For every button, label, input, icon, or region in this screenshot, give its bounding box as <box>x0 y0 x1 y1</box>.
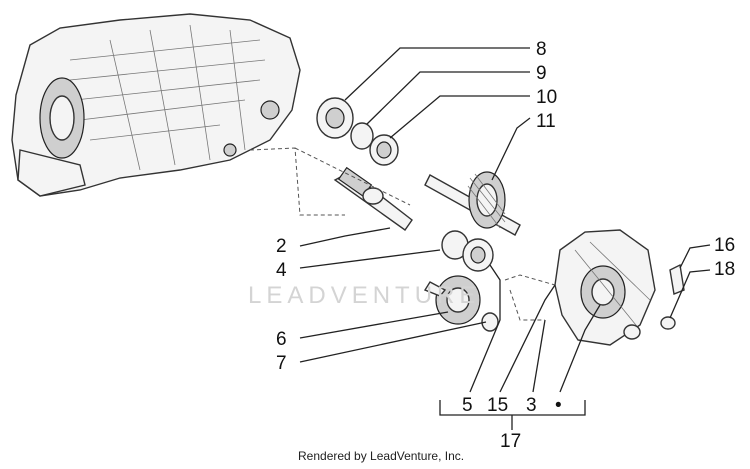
callout-6: 6 <box>276 329 287 350</box>
callout-9: 9 <box>536 63 547 84</box>
bearing-4 <box>441 230 494 272</box>
screw-16 <box>669 263 685 295</box>
callout-18: 18 <box>714 259 735 280</box>
callout-5: 5 <box>462 395 473 416</box>
gear-shaft <box>424 171 521 236</box>
bearing-8 <box>316 97 354 139</box>
callout-labels: 8 9 10 11 2 4 6 7 16 18 5 15 3 • 17 <box>276 39 735 452</box>
callout-7: 7 <box>276 353 287 374</box>
washer-18 <box>660 316 676 330</box>
bearing-10 <box>369 134 399 166</box>
leader-lines <box>299 47 711 393</box>
callout-4: 4 <box>276 260 287 281</box>
callout-8: 8 <box>536 39 547 60</box>
callout-17: 17 <box>500 431 521 452</box>
crankcase-housing <box>11 13 301 197</box>
assembly-lines <box>249 147 556 321</box>
gear-cover <box>554 229 656 346</box>
assembly-bracket <box>439 400 586 430</box>
washer-7 <box>481 312 499 332</box>
circlip-9 <box>350 122 374 150</box>
footer-credit: Rendered by LeadVenture, Inc. <box>298 449 464 463</box>
callout-dot: • <box>555 395 562 416</box>
callout-15: 15 <box>487 395 508 416</box>
callout-3: 3 <box>526 395 537 416</box>
watermark-text: LEADVENTURE <box>248 282 480 309</box>
callout-2: 2 <box>276 236 287 257</box>
main-shaft <box>333 166 413 231</box>
callout-16: 16 <box>714 235 735 256</box>
callout-10: 10 <box>536 87 557 108</box>
callout-11: 11 <box>536 111 556 132</box>
